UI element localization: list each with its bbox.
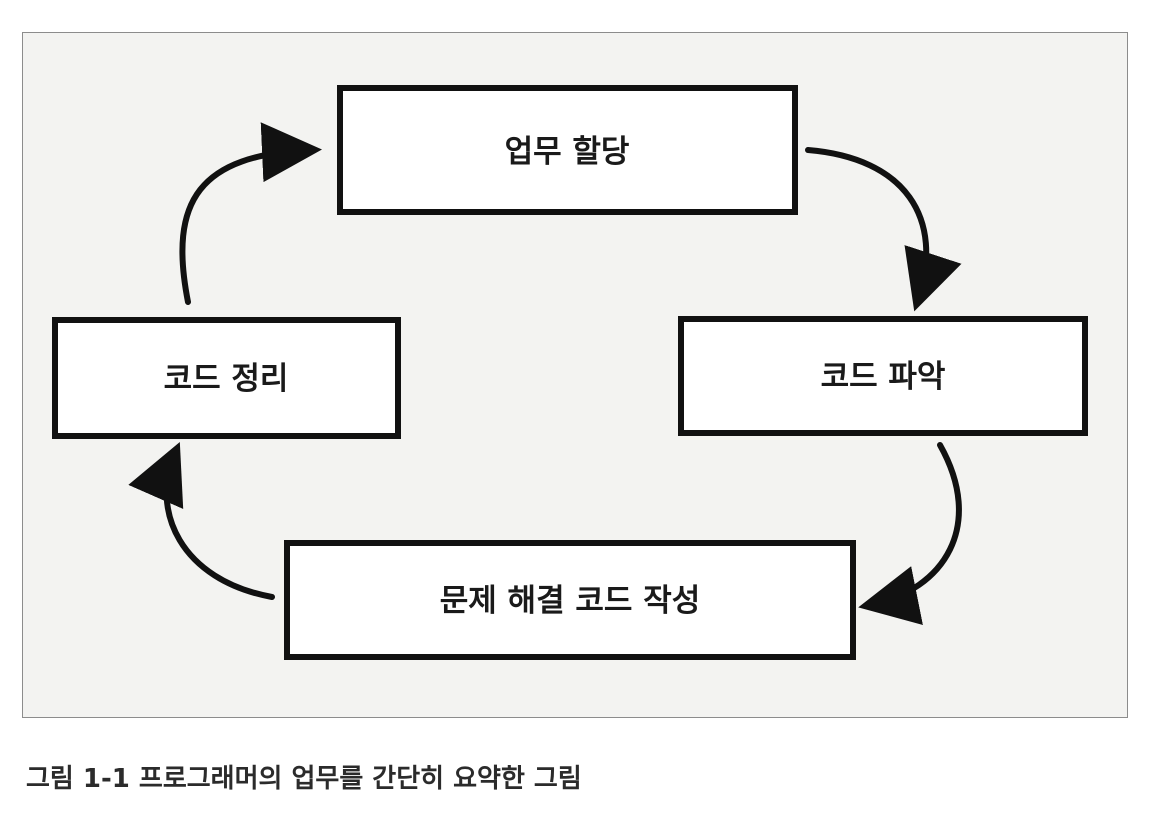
node-assign: 업무 할당 bbox=[337, 85, 798, 215]
cycle-diagram: 업무 할당 코드 파악 문제 해결 코드 작성 코드 정리 bbox=[52, 85, 1088, 660]
node-cleanup: 코드 정리 bbox=[52, 317, 401, 439]
node-assign-label: 업무 할당 bbox=[505, 134, 630, 170]
arrow-write-to-cleanup bbox=[128, 442, 275, 600]
node-understand-label: 코드 파악 bbox=[821, 359, 946, 395]
arrow-assign-to-understand bbox=[805, 147, 962, 312]
figure-caption: 그림 1-1 프로그래머의 업무를 간단히 요약한 그림 bbox=[26, 764, 582, 794]
node-write-label: 문제 해결 코드 작성 bbox=[440, 583, 701, 619]
node-write: 문제 해결 코드 작성 bbox=[284, 540, 856, 660]
arrow-cleanup-to-assign bbox=[179, 122, 322, 305]
node-understand: 코드 파악 bbox=[678, 316, 1088, 436]
arrow-understand-to-write bbox=[858, 442, 962, 625]
node-cleanup-label: 코드 정리 bbox=[164, 361, 289, 397]
